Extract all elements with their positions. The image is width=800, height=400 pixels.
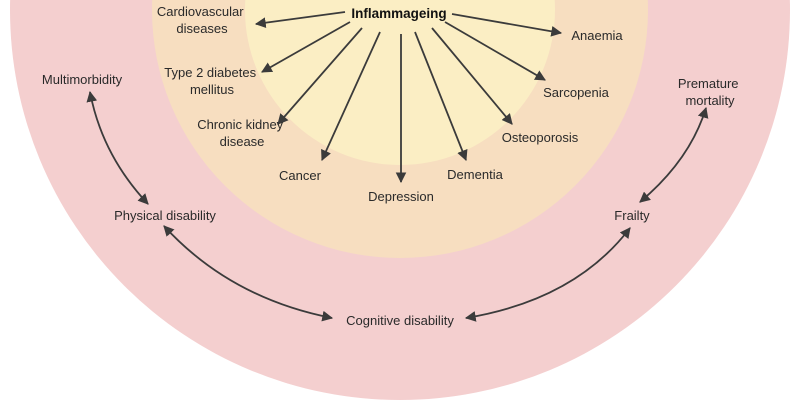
arrow-to-cardiovascular	[254, 11, 346, 29]
hub-arrows	[254, 11, 563, 184]
label-chronic-kidney-line2: disease	[220, 134, 265, 149]
label-sarcopenia: Sarcopenia	[543, 85, 610, 100]
label-cancer: Cancer	[279, 168, 322, 183]
arrow-to-type2-diabetes	[261, 21, 351, 73]
hub-label: Inflammageing	[351, 6, 446, 21]
label-type2-diabetes: Type 2 diabetes mellitus	[164, 65, 259, 97]
label-cardiovascular-line2: diseases	[176, 21, 228, 36]
arrow-to-sarcopenia	[444, 21, 546, 81]
arrow-cognitive-disability-to-frailty	[464, 227, 631, 322]
label-cognitive-disability: Cognitive disability	[346, 313, 454, 328]
label-chronic-kidney-disease: Chronic kidney disease	[197, 117, 287, 149]
label-premature-line2: mortality	[685, 93, 735, 108]
label-type2-diabetes-line1: Type 2 diabetes	[164, 65, 256, 80]
label-dementia: Dementia	[447, 167, 503, 182]
label-type2-diabetes-line2: mellitus	[190, 82, 235, 97]
outcome-arrows	[86, 90, 709, 322]
label-physical-disability: Physical disability	[114, 208, 216, 223]
label-cardiovascular-diseases: Cardiovascular diseases	[157, 4, 247, 36]
arrow-to-anaemia	[451, 13, 563, 37]
arrow-to-chronic-kidney	[277, 27, 363, 125]
label-frailty: Frailty	[614, 208, 650, 223]
label-multimorbidity: Multimorbidity	[42, 72, 123, 87]
label-chronic-kidney-line1: Chronic kidney	[197, 117, 283, 132]
arrow-to-cancer	[321, 31, 381, 161]
label-depression: Depression	[368, 189, 434, 204]
arrow-multimorbidity-physical-disability	[86, 90, 149, 205]
label-cardiovascular-line1: Cardiovascular	[157, 4, 244, 19]
label-premature-line1: Premature	[678, 76, 739, 91]
label-anaemia: Anaemia	[571, 28, 623, 43]
label-premature-mortality: Premature mortality	[678, 76, 742, 108]
arrow-to-dementia	[414, 31, 468, 162]
arrow-physical-to-cognitive-disability	[163, 225, 334, 322]
label-osteoporosis: Osteoporosis	[502, 130, 579, 145]
arrow-to-osteoporosis	[431, 27, 513, 125]
arrow-frailty-to-premature-mortality	[639, 106, 709, 203]
